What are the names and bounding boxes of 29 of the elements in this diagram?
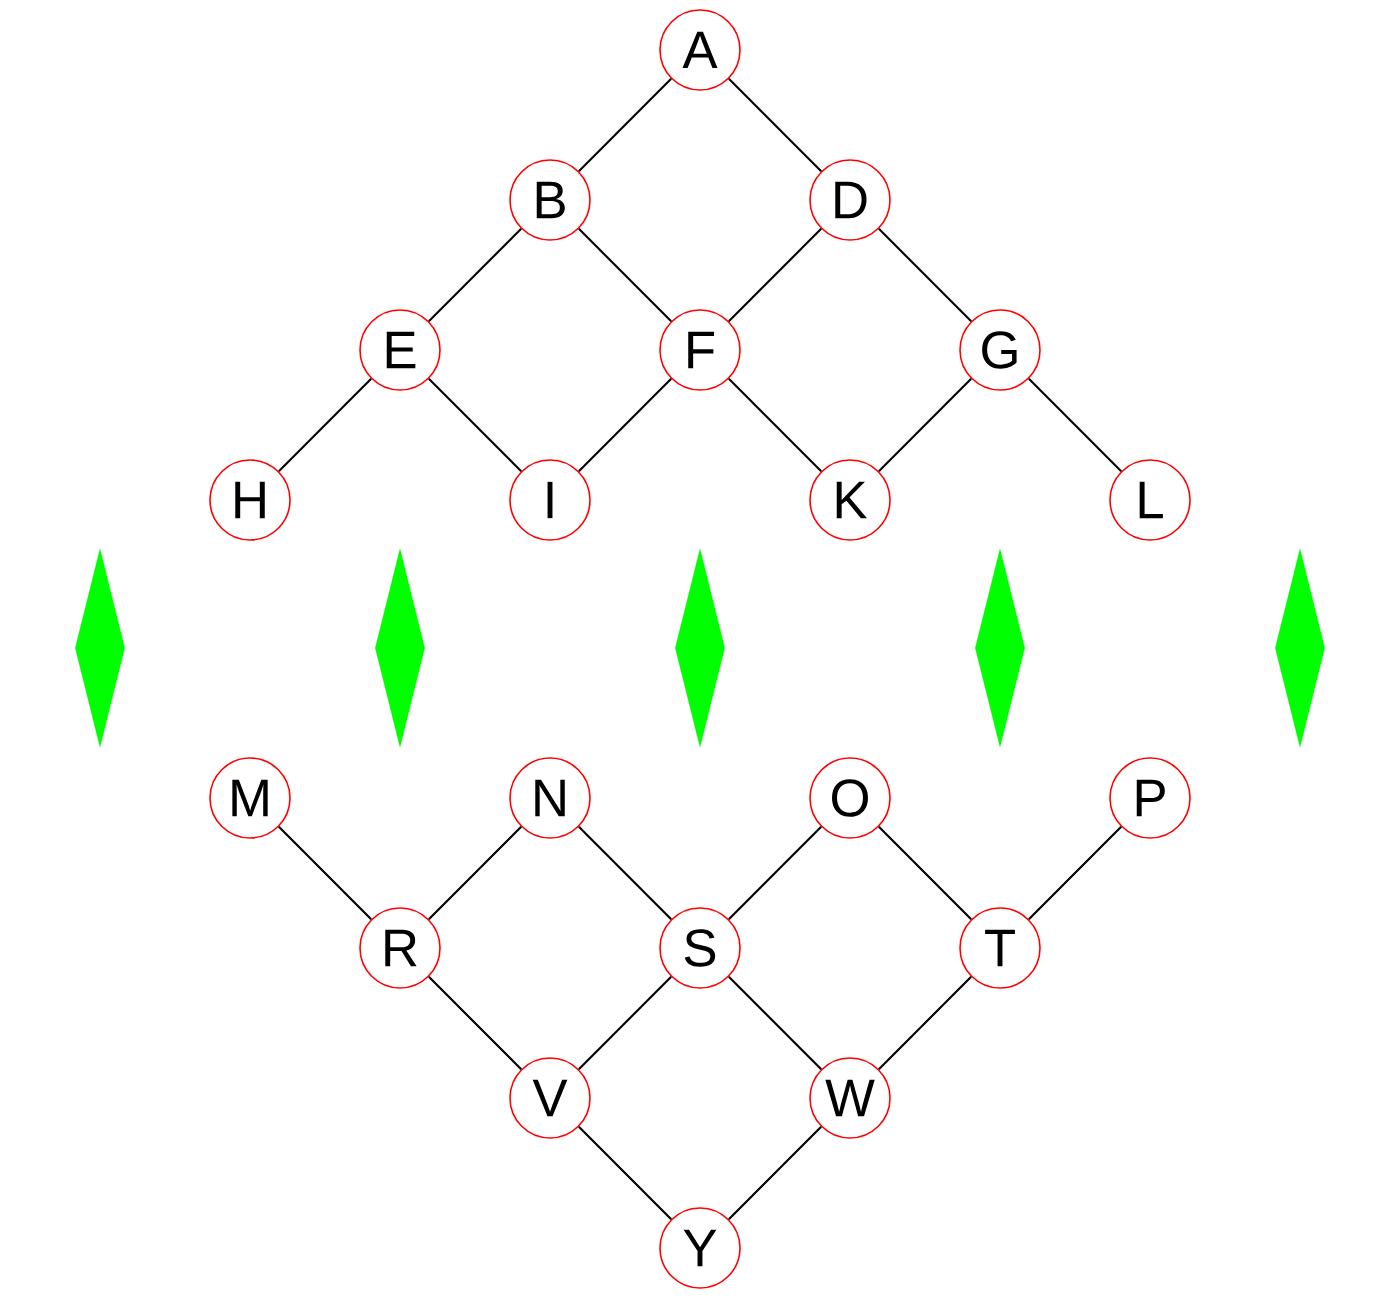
connector-line	[1028, 378, 1122, 472]
connector-line	[428, 378, 522, 472]
connector-line	[578, 78, 672, 172]
connector-line	[728, 228, 822, 322]
diamond-shape	[675, 548, 725, 748]
diamond-shape	[375, 548, 425, 748]
diamond-shape	[75, 548, 125, 748]
connector-line	[578, 1126, 672, 1220]
connector-line	[428, 228, 522, 322]
connector-line	[878, 976, 972, 1070]
connector-line	[578, 976, 672, 1070]
connector-line	[578, 378, 672, 472]
diamond-shape	[1275, 548, 1325, 748]
connector-line	[878, 228, 972, 322]
connector-line	[278, 378, 372, 472]
connector-line	[878, 378, 972, 472]
connector-line	[428, 976, 522, 1070]
connector-line	[728, 1126, 822, 1220]
connector-line	[728, 78, 822, 172]
diamond-shape	[975, 548, 1025, 748]
connector-line	[1028, 826, 1122, 920]
connector-line	[728, 826, 822, 920]
connector-line	[578, 826, 672, 920]
connector-line	[578, 228, 672, 322]
connector-line	[428, 826, 522, 920]
connector-line	[878, 826, 972, 920]
connector-line	[278, 826, 372, 920]
connector-line	[728, 378, 822, 472]
connector-line	[728, 976, 822, 1070]
